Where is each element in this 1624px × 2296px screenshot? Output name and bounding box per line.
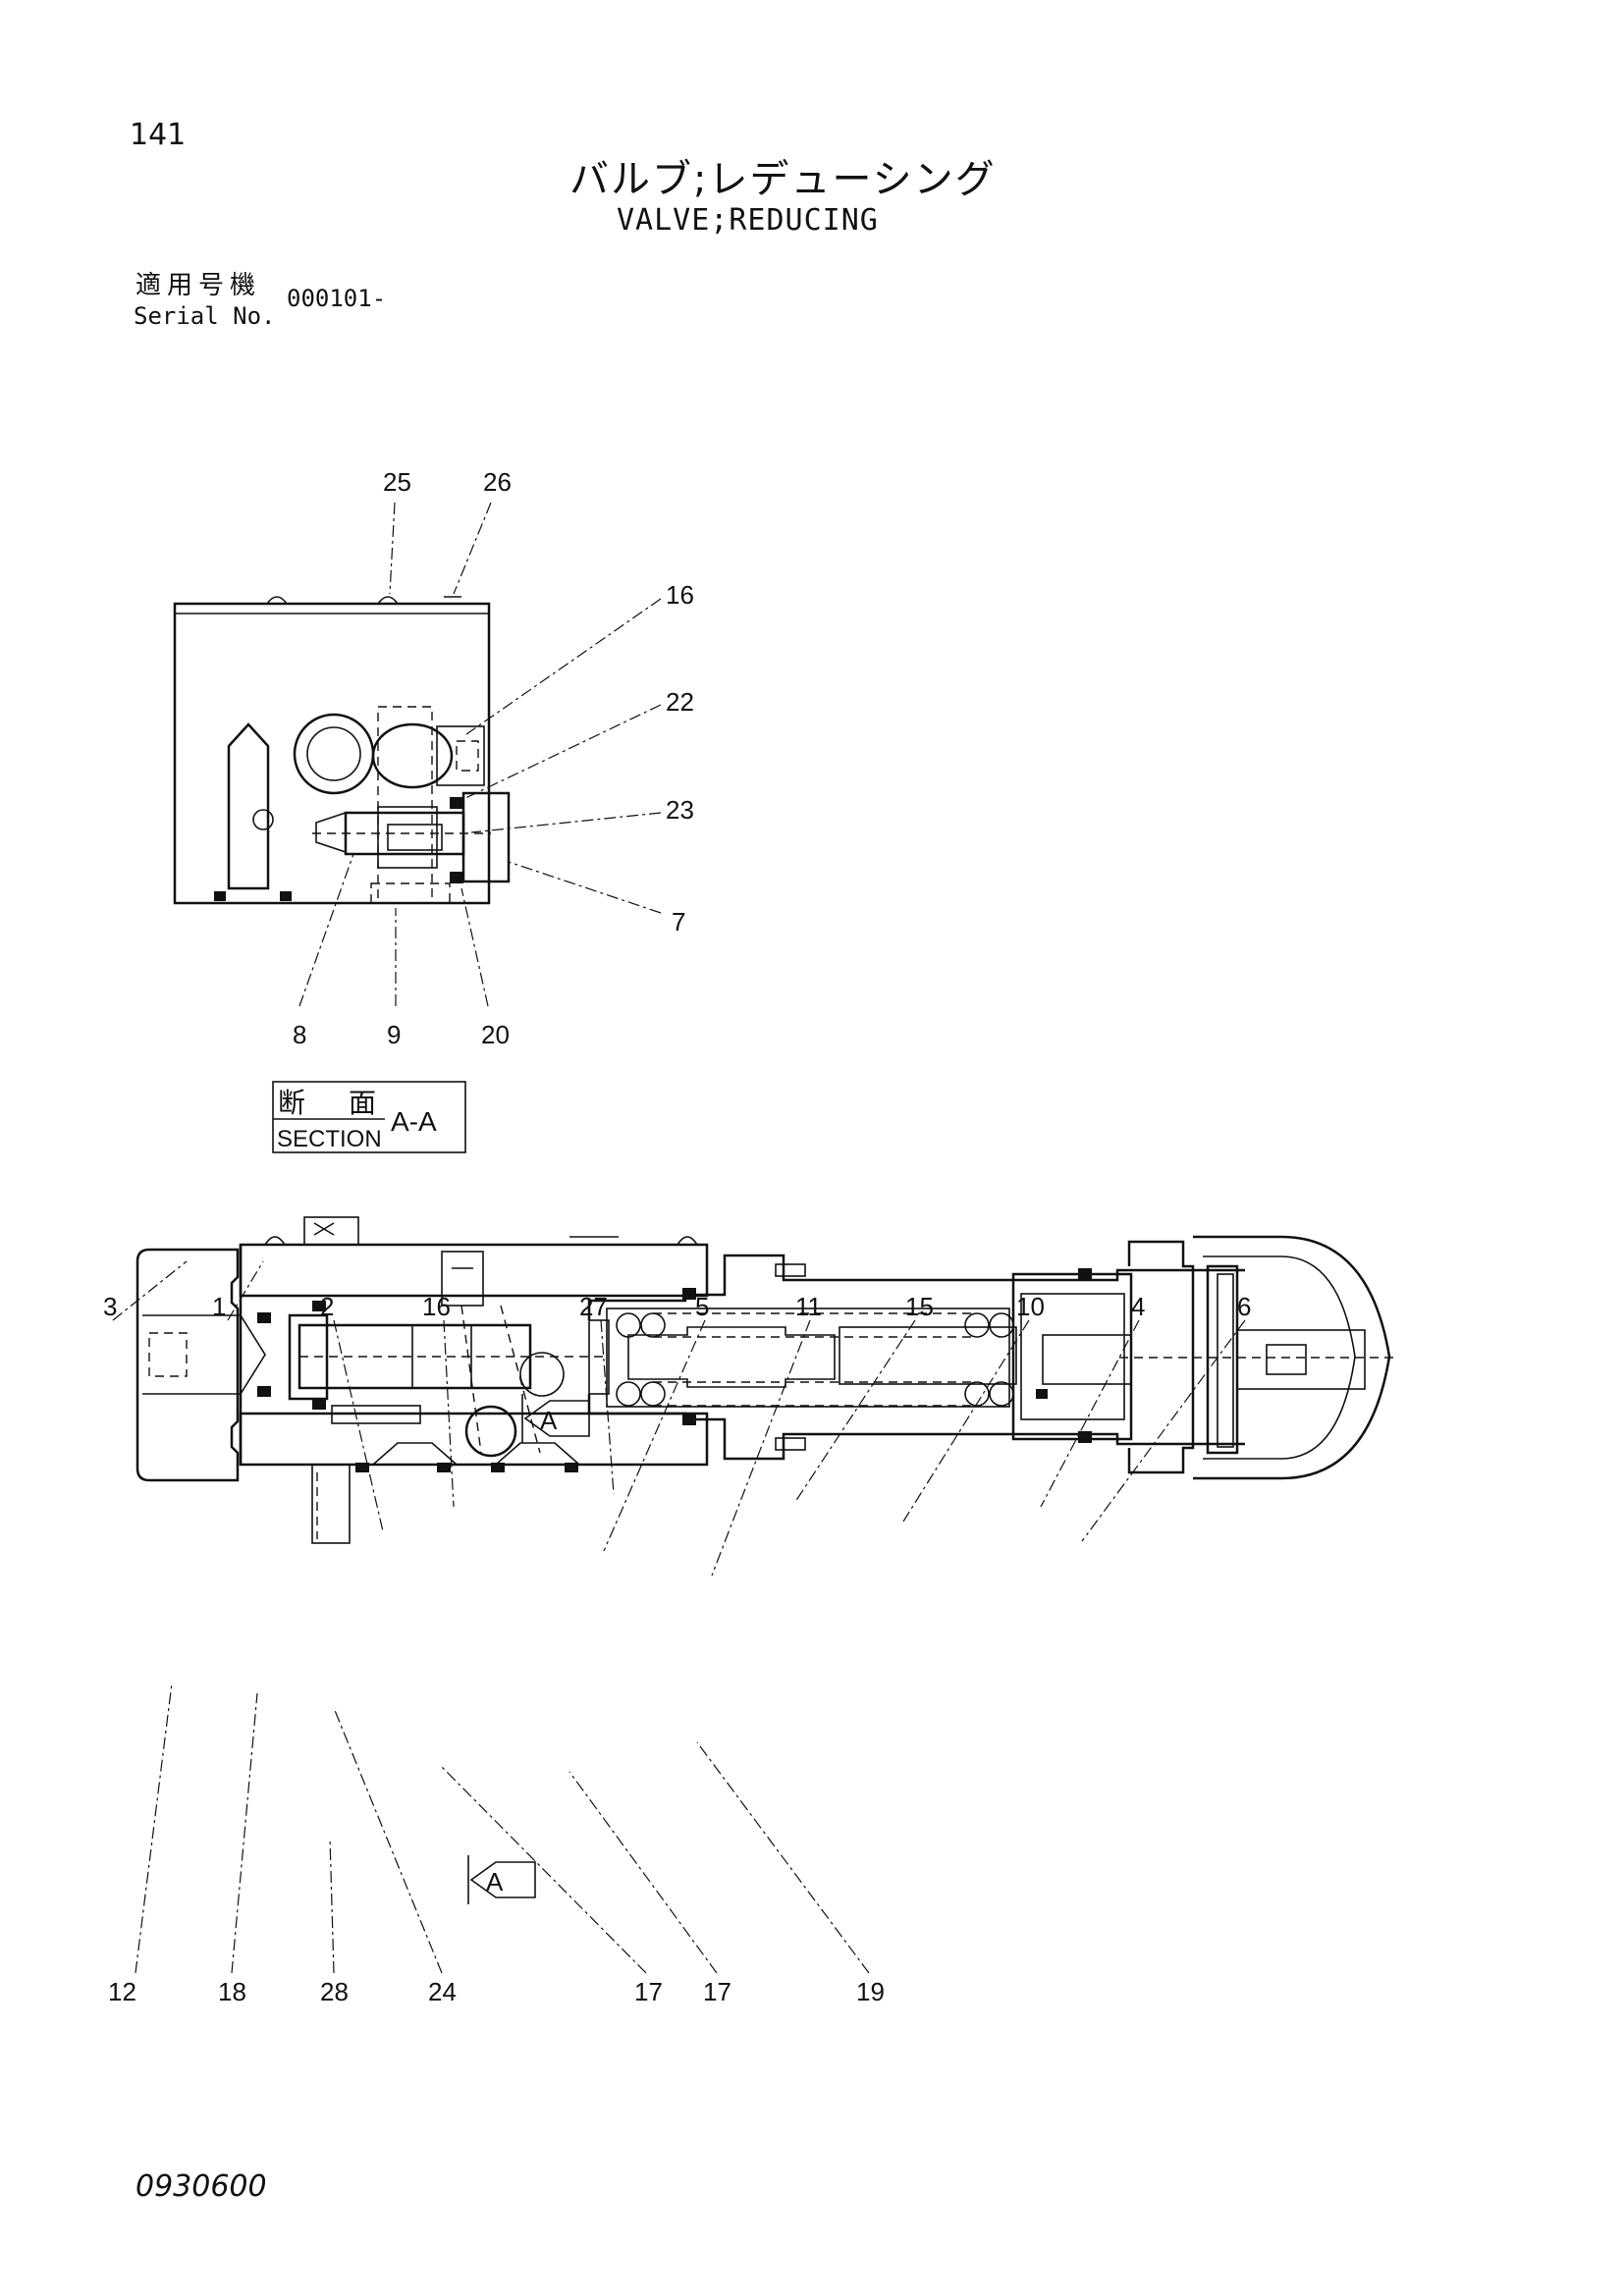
main-view-drawing	[135, 1216, 1394, 1544]
section-mark: A-A	[391, 1106, 437, 1137]
callout-7: 7	[672, 907, 685, 936]
callout-9: 9	[387, 1020, 401, 1049]
main-view-leaders	[112, 1260, 1246, 1974]
callout-18: 18	[218, 1977, 246, 2006]
page-number: 141	[130, 118, 187, 152]
callout-4: 4	[1131, 1292, 1145, 1321]
section-view-leaders	[298, 502, 662, 1007]
callout-28: 28	[320, 1977, 349, 2006]
callout-19: 19	[856, 1977, 885, 2006]
serial-label-english: Serial No.	[134, 302, 276, 330]
serial-number-value: 000101-	[287, 285, 387, 312]
callout-15: 15	[905, 1292, 934, 1321]
title-japanese: バルブ;レデューシング	[569, 157, 997, 202]
callout-5: 5	[695, 1292, 709, 1321]
callout-11: 11	[795, 1292, 822, 1321]
view-marker-a-bottom-label: A	[486, 1867, 504, 1896]
callout-24: 24	[428, 1977, 457, 2006]
section-jp-right: 面	[349, 1087, 376, 1119]
callout-6: 6	[1237, 1292, 1251, 1321]
callout-3: 3	[103, 1292, 117, 1321]
callout-10: 10	[1016, 1292, 1045, 1321]
section-jp-left: 断	[278, 1087, 305, 1119]
callout-23: 23	[666, 795, 694, 825]
callout-1: 1	[212, 1292, 226, 1321]
callout-22: 22	[666, 687, 694, 717]
callout-20: 20	[481, 1020, 510, 1049]
callout-12: 12	[108, 1977, 136, 2006]
callout-16: 16	[666, 580, 694, 610]
serial-label-japanese: 適用号機	[135, 271, 262, 300]
callout-2: 2	[320, 1292, 334, 1321]
callout-16-main: 16	[422, 1292, 451, 1321]
section-en: SECTION	[277, 1126, 382, 1152]
callout-17-right: 17	[703, 1977, 731, 2006]
callout-27: 27	[579, 1292, 608, 1321]
callout-8: 8	[293, 1020, 306, 1049]
view-marker-a-top-label: A	[540, 1406, 558, 1435]
document-code: 0930600	[135, 2169, 267, 2204]
section-view-drawing	[173, 596, 511, 905]
view-marker-a-bottom: A	[467, 1855, 536, 1904]
callout-26: 26	[483, 467, 512, 497]
callout-25: 25	[383, 467, 411, 497]
callout-17-left: 17	[634, 1977, 663, 2006]
section-label-box: 断 面 SECTION A-A	[272, 1081, 466, 1153]
view-marker-a-top: A	[521, 1394, 590, 1443]
title-english: VALVE;REDUCING	[617, 203, 879, 238]
